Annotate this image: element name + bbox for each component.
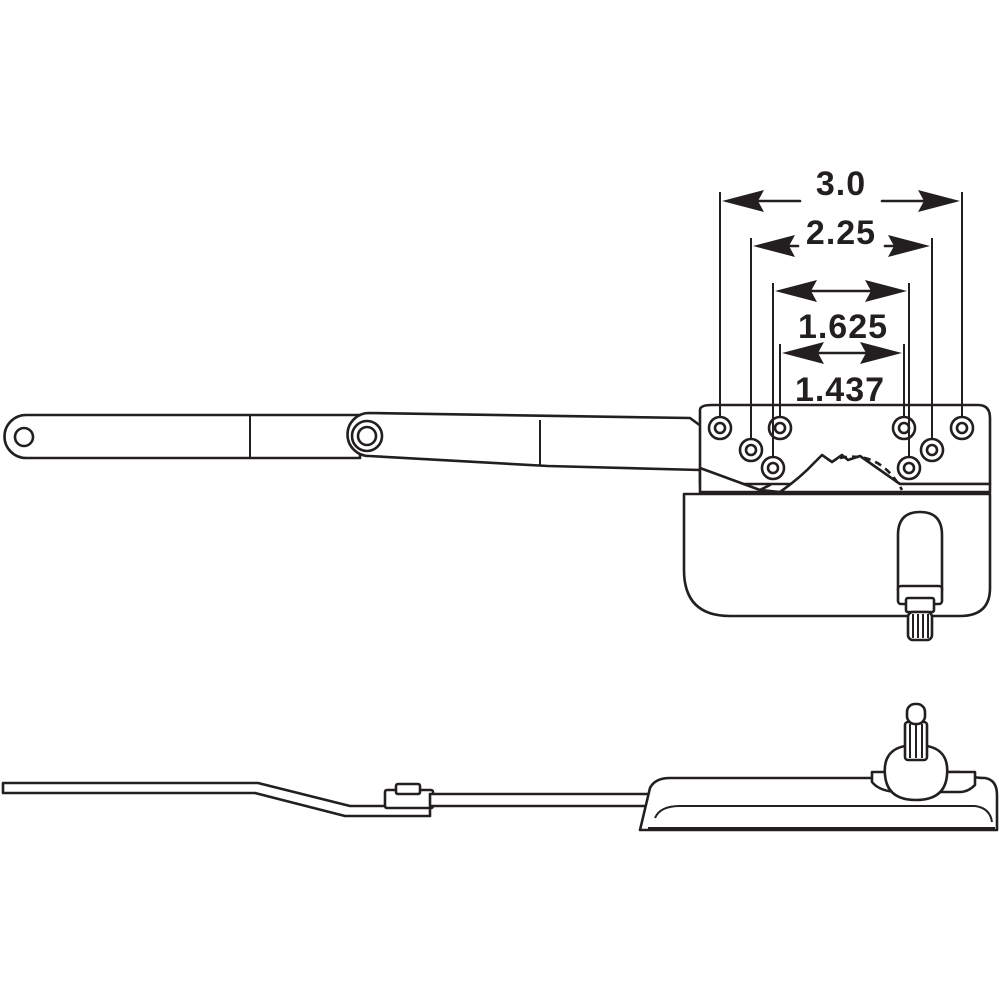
screw-hole [707,415,733,441]
dimension-1-625: 1.625 [775,280,907,346]
dimension-label: 1.437 [795,371,885,409]
side-view [1,702,999,832]
dimension-3-0: 3.0 [722,165,960,212]
dimensions: 3.0 2.25 1.625 1.437 [719,165,963,458]
screw-hole [896,455,922,481]
screw-hole [949,415,975,441]
drive-spline [896,584,944,642]
outer-arm [3,413,362,460]
dimension-2-25: 2.25 [753,214,930,257]
dimension-1-437: 1.437 [782,342,902,409]
dimension-label: 2.25 [806,214,876,252]
screw-hole [919,437,945,463]
screw-hole [738,437,764,463]
dimension-label: 1.625 [798,308,888,346]
side-housing [638,702,999,832]
side-arm [1,781,662,818]
side-spline [903,702,929,762]
screw-hole [891,415,917,441]
top-view [3,403,992,642]
dimension-label: 3.0 [816,165,866,203]
gear-housing [682,492,992,642]
screw-hole [760,455,786,481]
